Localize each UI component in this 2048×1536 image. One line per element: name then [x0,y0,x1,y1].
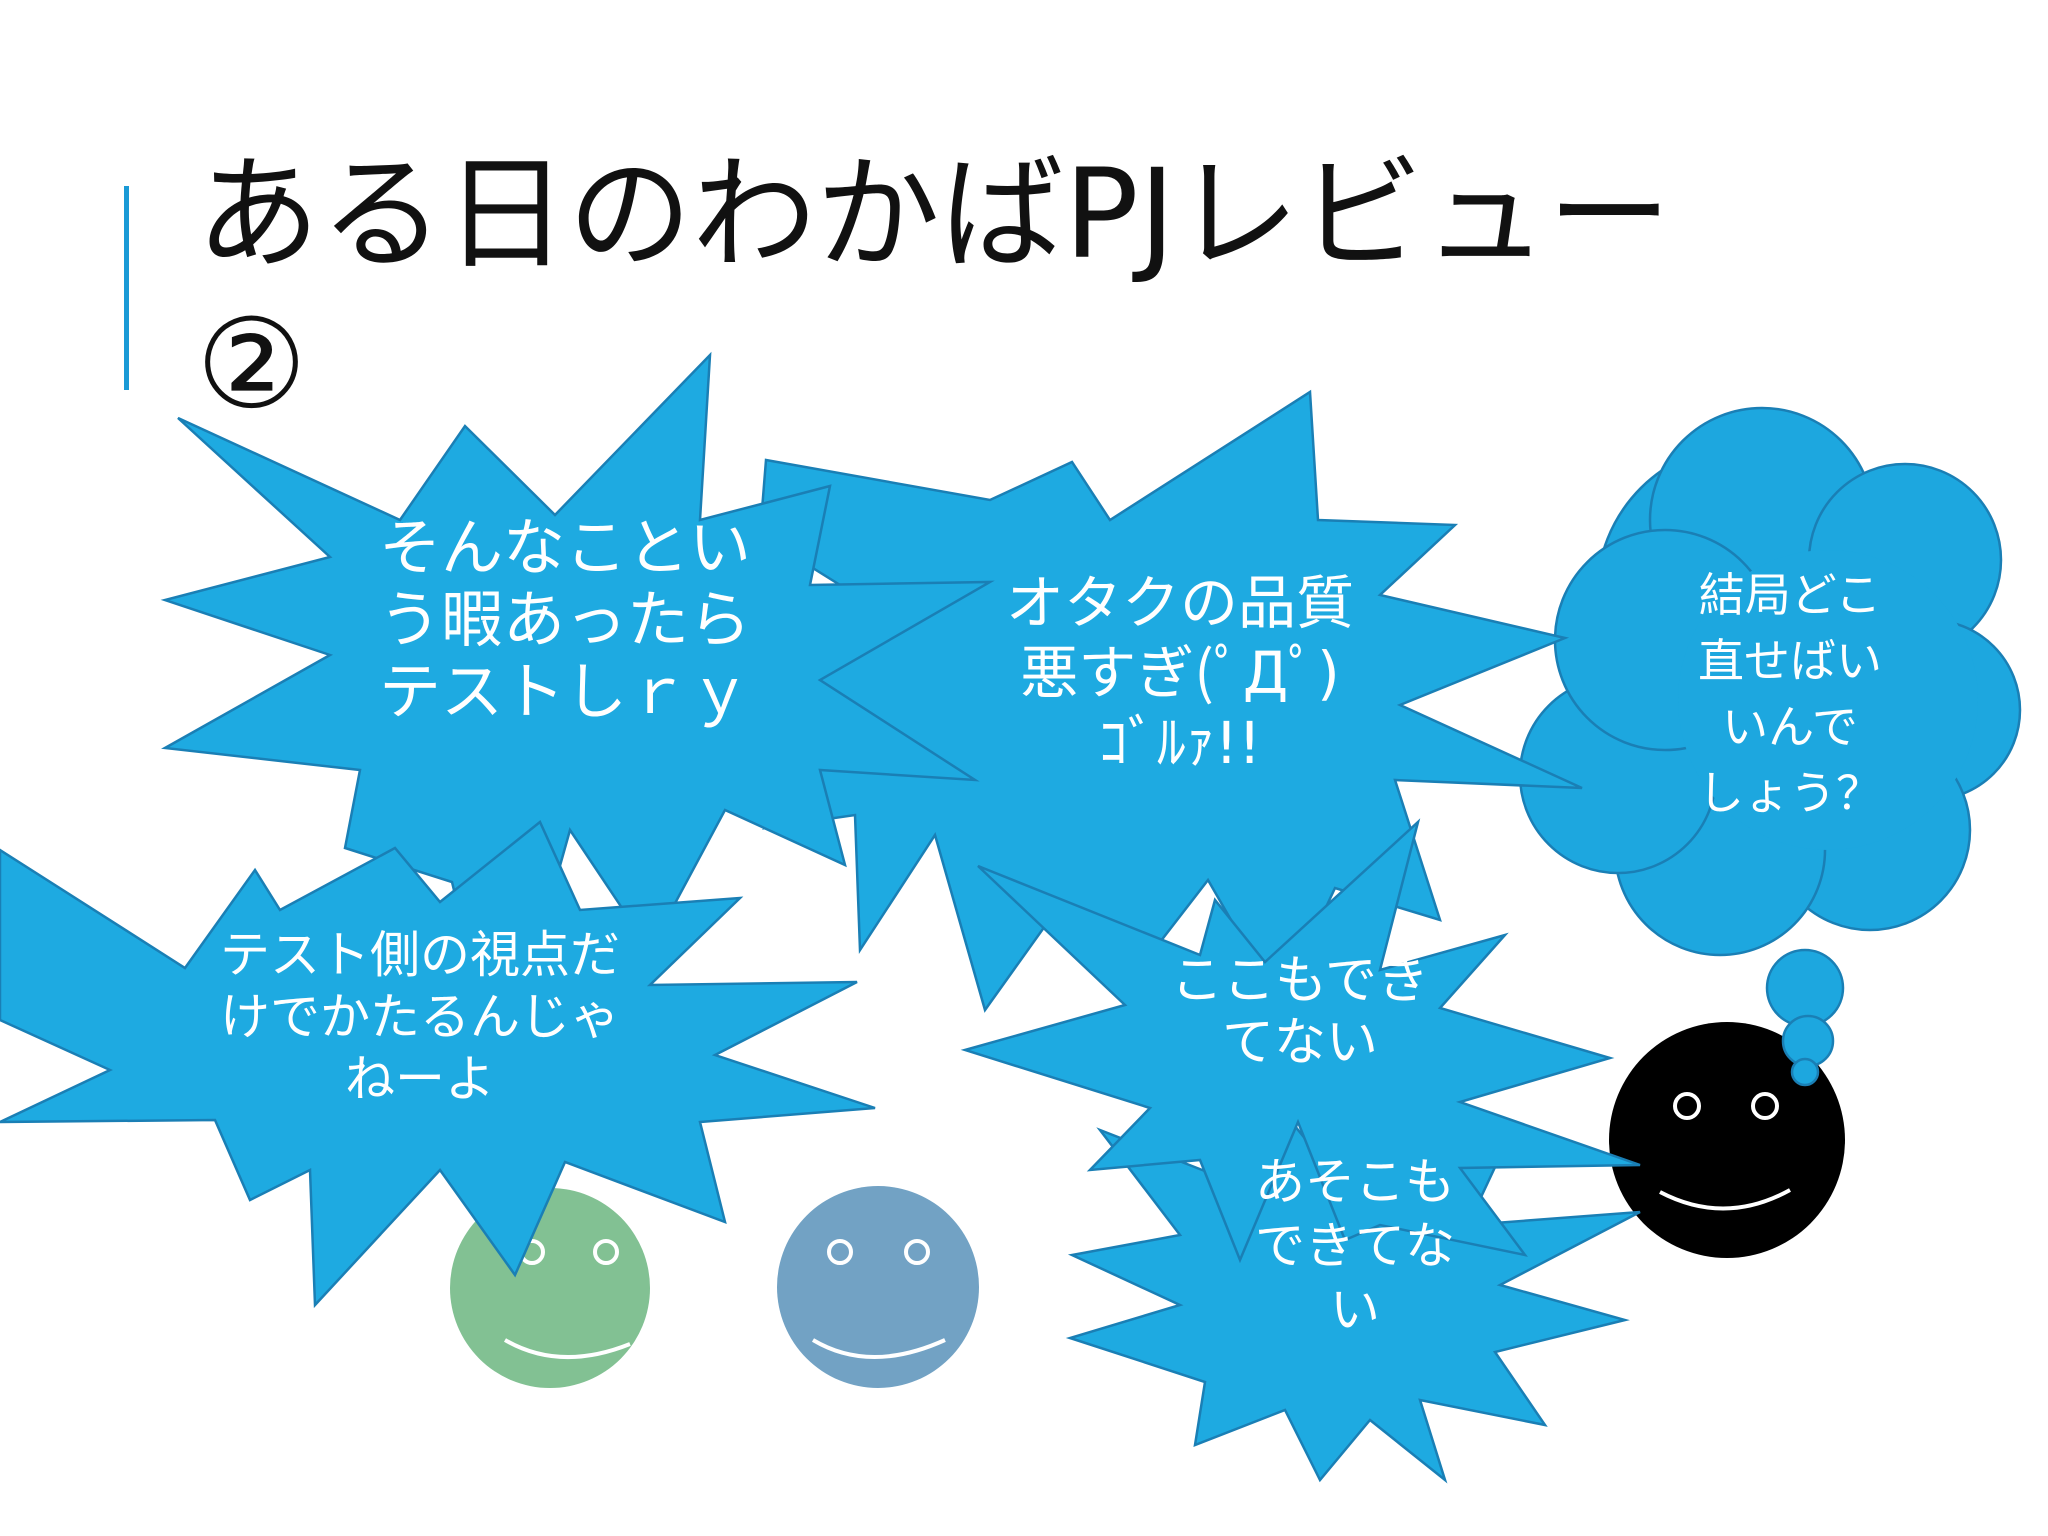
speech-burst-mid-left [0,820,876,1309]
thought-cloud [1518,406,2022,1087]
black-smiley-face-icon [1609,1022,1845,1258]
blue-smiley-face-icon [777,1186,979,1388]
speech-burst-mid-right [960,818,1641,1264]
burst-mid-right-text: ここもでき てない [1171,951,1429,1073]
burst-top-left-text: そんなことい う暇あったら テストしｒｙ [378,511,751,728]
burst-top-center-text: オタクの品質 悪すぎ(ﾟДﾟ) ｺﾞﾙｧ!! [1005,569,1354,777]
speech-burst-top-left [160,351,995,1085]
thought-cloud-text: 結局どこ 直せばい いんで しょう？ [1698,568,1882,820]
burst-mid-left-text: テスト側の視点だ けでかたるんじゃ ねーよ [220,926,620,1108]
burst-bottom-right-text: あそこも できてな い [1255,1153,1455,1339]
slide-title-line1: ある日のわかばPJレビュー [196,143,1672,287]
title-accent-bar [124,186,129,390]
slide-title: ある日のわかばPJレビュー ② [196,140,2016,440]
slide-title-line2: ② [196,293,308,437]
